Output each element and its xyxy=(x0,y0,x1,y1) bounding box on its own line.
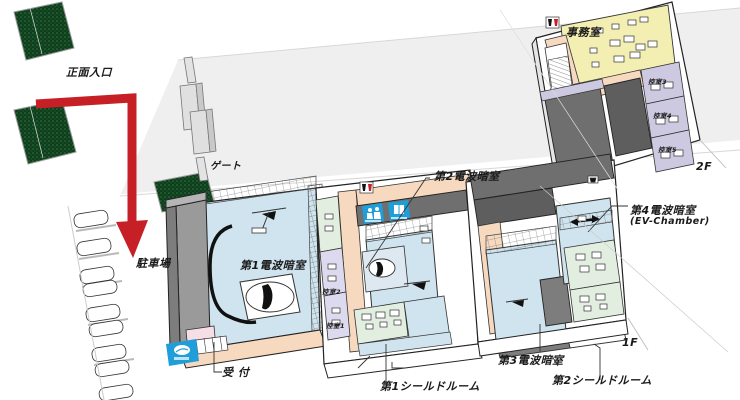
turntable xyxy=(239,273,301,321)
parking-cars xyxy=(67,205,135,400)
label-floor-1f: 1F xyxy=(622,336,639,349)
hedge-block-bottom xyxy=(13,99,77,165)
label-chamber-1: 第1電波暗室 xyxy=(240,259,306,272)
chamber-1-block xyxy=(165,175,327,369)
label-parking: 駐車場 xyxy=(136,257,171,270)
right-wing xyxy=(465,153,629,359)
label-waiting-5: 控室5 xyxy=(658,146,678,154)
gate-structure xyxy=(179,56,217,182)
label-chamber-4: 第4電波暗室 xyxy=(630,204,696,217)
label-chamber-4-sub: (EV-Chamber) xyxy=(630,216,710,227)
label-shield-room-1: 第1シールドルーム xyxy=(380,380,480,393)
label-front-entrance: 正面入口 xyxy=(66,66,112,79)
restroom-sign-icon xyxy=(362,203,384,224)
fire-extinguisher-icon xyxy=(359,181,374,194)
red-direction-arrow xyxy=(35,93,148,258)
label-office: 事務室 xyxy=(566,26,601,39)
antenna xyxy=(251,207,287,234)
label-floor-2f: 2F xyxy=(696,160,713,173)
fire-extinguisher-icon xyxy=(545,16,560,29)
label-gate: ゲート xyxy=(210,161,242,172)
leader-lines xyxy=(213,9,729,382)
info-sign-icon xyxy=(166,339,199,366)
label-waiting-2: 控室2 xyxy=(322,288,342,296)
label-waiting-1: 控室1 xyxy=(326,322,346,330)
label-chamber-3: 第3電波暗室 xyxy=(498,354,564,367)
label-waiting-4: 控室4 xyxy=(653,112,673,120)
building-2f xyxy=(531,1,701,188)
label-chamber-2: 第2電波暗室 xyxy=(434,170,500,183)
central-wing xyxy=(315,169,483,379)
hedge-block-top xyxy=(13,1,75,61)
label-waiting-3: 控室3 xyxy=(648,78,668,86)
label-shield-room-2: 第2シールドルーム xyxy=(552,374,652,387)
label-reception: 受 付 xyxy=(222,366,250,379)
